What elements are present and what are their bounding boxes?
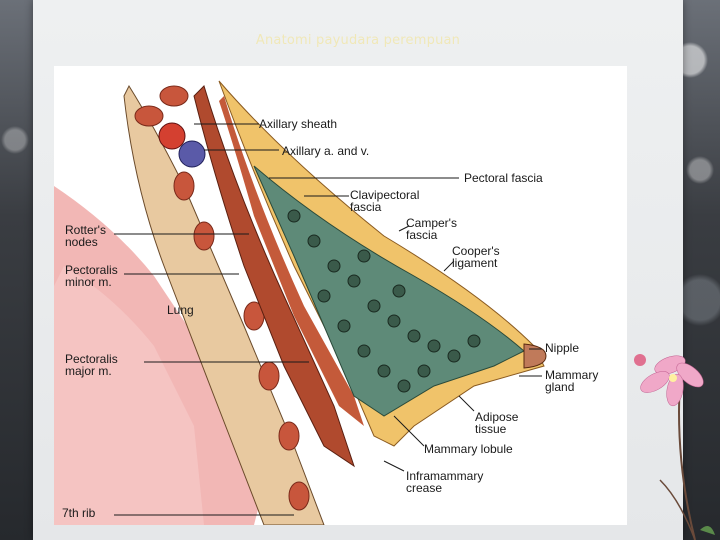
label-rotters-line2: nodes <box>65 236 106 248</box>
label-pectoralis-minor: Pectoralis minor m. <box>65 264 118 288</box>
label-pectoral-fascia: Pectoral fascia <box>464 172 543 184</box>
label-campers-line2: fascia <box>406 229 457 241</box>
label-campers-fascia: Camper's fascia <box>406 217 457 241</box>
label-coopers-line2: ligament <box>452 257 500 269</box>
label-pect-minor-line2: minor m. <box>65 276 118 288</box>
label-mammary-lobule: Mammary lobule <box>424 443 513 455</box>
label-inframammary-crease: Inframammary crease <box>406 470 483 494</box>
label-adipose-tissue: Adipose tissue <box>475 411 518 435</box>
label-nipple: Nipple <box>545 342 579 354</box>
label-axillary-sheath: Axillary sheath <box>259 118 337 130</box>
label-adipose-line2: tissue <box>475 423 518 435</box>
label-coopers-ligament: Cooper's ligament <box>452 245 500 269</box>
label-pect-major-line2: major m. <box>65 365 118 377</box>
label-seventh-rib: 7th rib <box>62 507 95 519</box>
axillary-vein <box>179 141 205 167</box>
label-inframammary-line2: crease <box>406 482 483 494</box>
breast-anatomy-figure: Axillary sheath Axillary a. and v. Pecto… <box>54 66 627 525</box>
axillary-artery <box>159 123 185 149</box>
label-mammary-gland-line2: gland <box>545 381 598 393</box>
slide-title: Anatomi payudara perempuan <box>33 33 683 48</box>
label-lung: Lung <box>167 304 194 316</box>
label-clavipectoral-line2: fascia <box>350 201 419 213</box>
label-rotters-nodes: Rotter's nodes <box>65 224 106 248</box>
flower-decoration <box>620 340 720 540</box>
label-pectoralis-major: Pectoralis major m. <box>65 353 118 377</box>
label-axillary-av: Axillary a. and v. <box>282 145 369 157</box>
label-mammary-gland: Mammary gland <box>545 369 598 393</box>
anatomy-illustration <box>54 66 627 525</box>
label-clavipectoral-fascia: Clavipectoral fascia <box>350 189 419 213</box>
